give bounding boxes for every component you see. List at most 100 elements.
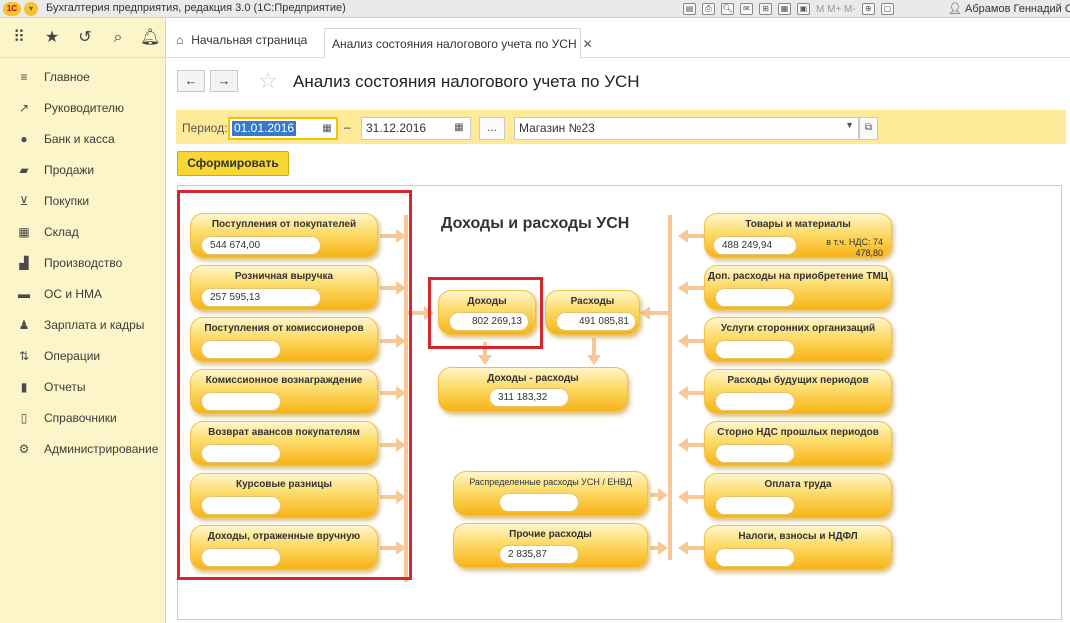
sidebar-item-operations[interactable]: ⇅Операции bbox=[0, 340, 166, 371]
tab-home[interactable]: ⌂ Начальная страница bbox=[176, 27, 307, 53]
pill-taxes[interactable]: Налоги, взносы и НДФЛ bbox=[704, 525, 892, 570]
pill-exchange-differences[interactable]: Курсовые разницы bbox=[190, 473, 378, 518]
zoom-icon[interactable]: ⊕ bbox=[861, 3, 875, 15]
close-icon[interactable]: ✕ bbox=[582, 36, 593, 51]
back-button[interactable]: ← bbox=[177, 70, 205, 92]
sidebar-item-administration[interactable]: ⚙ Администрирование bbox=[0, 433, 166, 464]
organization-field[interactable]: Магазин №23 ▼ bbox=[514, 117, 859, 140]
pill-value: 544 674,00 bbox=[201, 236, 321, 255]
pill-value: 491 085,81 bbox=[556, 312, 636, 331]
pill-label: Доходы, отраженные вручную bbox=[207, 531, 361, 542]
calendar-icon[interactable]: ▦ bbox=[454, 122, 464, 133]
pill-income[interactable]: Доходы 802 269,13 bbox=[438, 290, 536, 335]
pill-labor-costs[interactable]: Оплата труда bbox=[704, 473, 892, 518]
sidebar-item-bank[interactable]: ●Банк и касса bbox=[0, 123, 166, 154]
arrow-right-icon: → bbox=[217, 73, 231, 88]
factory-icon: ▟ bbox=[19, 255, 29, 270]
pill-label: Поступления от комиссионеров bbox=[204, 323, 364, 334]
sidebar-item-manager[interactable]: ↗Руководителю bbox=[0, 92, 166, 123]
current-user[interactable]: 👤︎ Абрамов Геннадий Сер bbox=[948, 2, 1070, 15]
sidebar-item-production[interactable]: ▟Производство bbox=[0, 247, 166, 278]
forward-button[interactable]: → bbox=[210, 70, 238, 92]
attach-icon[interactable]: ⊞ bbox=[759, 3, 772, 15]
memory-buttons[interactable]: M M+ M- bbox=[816, 3, 856, 15]
operations-icon: ⇅ bbox=[18, 348, 30, 363]
pill-advance-refund[interactable]: Возврат авансов покупателям bbox=[190, 421, 378, 466]
pill-commissioner-receipts[interactable]: Поступления от комиссионеров bbox=[190, 317, 378, 362]
save-icon[interactable]: ▤ bbox=[683, 3, 696, 15]
preview-icon[interactable]: 🔍︎ bbox=[721, 3, 734, 15]
pill-value: 2 835,87 bbox=[499, 545, 579, 564]
bar-chart-icon: ▮ bbox=[20, 379, 28, 394]
bag-icon: ▰ bbox=[19, 162, 29, 177]
period-dash: – bbox=[344, 120, 351, 134]
tab-usn-analysis[interactable]: Анализ состояния налогового учета по УСН… bbox=[324, 28, 593, 58]
tabs-bar: ⌂ Начальная страница Анализ состояния на… bbox=[166, 18, 1070, 58]
pill-vat-reversal[interactable]: Сторно НДС прошлых периодов bbox=[704, 421, 892, 466]
favorites-star-icon[interactable]: ★ bbox=[44, 29, 60, 46]
pill-value: 311 183,32 bbox=[489, 388, 569, 407]
calendar-icon[interactable]: ▣ bbox=[797, 3, 810, 15]
pill-manual-income[interactable]: Доходы, отраженные вручную bbox=[190, 525, 378, 570]
sidebar-item-label: Покупки bbox=[44, 193, 90, 208]
sidebar-item-label: Продажи bbox=[44, 162, 95, 177]
pill-label: Доходы - расходы bbox=[487, 373, 579, 384]
main-menu-icon[interactable]: ▾ bbox=[24, 2, 38, 16]
period-from-field[interactable]: 01.01.2016 ▦ bbox=[228, 117, 338, 140]
truck-icon: ▬ bbox=[18, 286, 30, 301]
window-icon[interactable]: ▢ bbox=[880, 3, 894, 15]
period-to-value: 31.12.2016 bbox=[366, 121, 427, 135]
sidebar-item-reports[interactable]: ▮Отчеты bbox=[0, 371, 166, 402]
sidebar-item-catalogs[interactable]: ▯Справочники bbox=[0, 402, 166, 433]
calculator-icon[interactable]: ▦ bbox=[778, 3, 791, 15]
open-icon[interactable]: ⧉ bbox=[859, 117, 878, 140]
sidebar-item-label: ОС и НМА bbox=[44, 286, 103, 301]
pill-customer-receipts[interactable]: Поступления от покупателей 544 674,00 bbox=[190, 213, 378, 258]
pill-value bbox=[715, 496, 795, 515]
gear-icon: ⚙ bbox=[18, 441, 30, 456]
favorite-star-icon[interactable]: ☆ bbox=[258, 68, 278, 93]
generate-button[interactable]: Сформировать bbox=[177, 151, 289, 176]
pill-goods-materials[interactable]: Товары и материалы 488 249,94 в т.ч. НДС… bbox=[704, 213, 892, 258]
print-icon[interactable]: ⎙ bbox=[702, 3, 715, 15]
bell-icon[interactable]: 🔔︎ bbox=[140, 29, 161, 46]
apps-grid-icon[interactable]: ⠿ bbox=[13, 29, 25, 46]
pill-distributed-expenses[interactable]: Распределенные расходы УСН / ЕНВД bbox=[453, 471, 648, 516]
mail-icon[interactable]: ✉ bbox=[740, 3, 753, 15]
pill-third-party-services[interactable]: Услуги сторонних организаций bbox=[704, 317, 892, 362]
coin-icon: ● bbox=[20, 131, 28, 146]
sidebar: ⠿ ★ ↺ ⌕ 🔔︎ ≡Главное ↗Руководителю ●Банк … bbox=[0, 18, 166, 623]
cart-icon: ⊻ bbox=[19, 193, 29, 208]
chevron-down-icon[interactable]: ▼ bbox=[845, 120, 854, 130]
pill-commission-fee[interactable]: Комиссионное вознаграждение bbox=[190, 369, 378, 414]
sidebar-item-purchases[interactable]: ⊻ Покупки bbox=[0, 185, 166, 216]
sidebar-item-sales[interactable]: ▰ Продажи bbox=[0, 154, 166, 185]
pill-other-expenses[interactable]: Прочие расходы 2 835,87 bbox=[453, 523, 648, 568]
pill-label: Расходы bbox=[570, 296, 615, 307]
calendar-icon[interactable]: ▦ bbox=[322, 123, 332, 134]
menu-lines-icon: ≡ bbox=[20, 69, 28, 84]
period-select-button[interactable]: ... bbox=[479, 117, 505, 140]
pill-additional-costs[interactable]: Доп. расходы на приобретение ТМЦ bbox=[704, 265, 892, 310]
tab-home-label: Начальная страница bbox=[191, 33, 308, 47]
pill-value bbox=[499, 493, 579, 512]
pill-future-expenses[interactable]: Расходы будущих периодов bbox=[704, 369, 892, 414]
pill-income-minus-expenses[interactable]: Доходы - расходы 311 183,32 bbox=[438, 367, 628, 412]
pill-retail-revenue[interactable]: Розничная выручка 257 595,13 bbox=[190, 265, 378, 310]
pill-label: Прочие расходы bbox=[509, 529, 592, 540]
sidebar-item-fixed-assets[interactable]: ▬ ОС и НМА bbox=[0, 278, 166, 309]
pill-label: Возврат авансов покупателям bbox=[208, 427, 360, 438]
arrow-left-icon: ← bbox=[184, 73, 198, 88]
sidebar-toolbar: ⠿ ★ ↺ ⌕ 🔔︎ bbox=[0, 18, 166, 58]
pill-value bbox=[715, 392, 795, 411]
pill-expenses[interactable]: Расходы 491 085,81 bbox=[545, 290, 640, 335]
sidebar-item-label: Администрирование bbox=[44, 441, 159, 456]
history-icon[interactable]: ↺ bbox=[78, 29, 92, 46]
sidebar-item-warehouse[interactable]: ▦Склад bbox=[0, 216, 166, 247]
period-to-field[interactable]: 31.12.2016 ▦ bbox=[361, 117, 471, 140]
user-icon: 👤︎ bbox=[948, 3, 962, 15]
sidebar-item-label: Зарплата и кадры bbox=[44, 317, 145, 332]
sidebar-item-salary[interactable]: ♟Зарплата и кадры bbox=[0, 309, 166, 340]
sidebar-item-main[interactable]: ≡Главное bbox=[0, 61, 166, 92]
search-icon[interactable]: ⌕ bbox=[113, 29, 123, 46]
